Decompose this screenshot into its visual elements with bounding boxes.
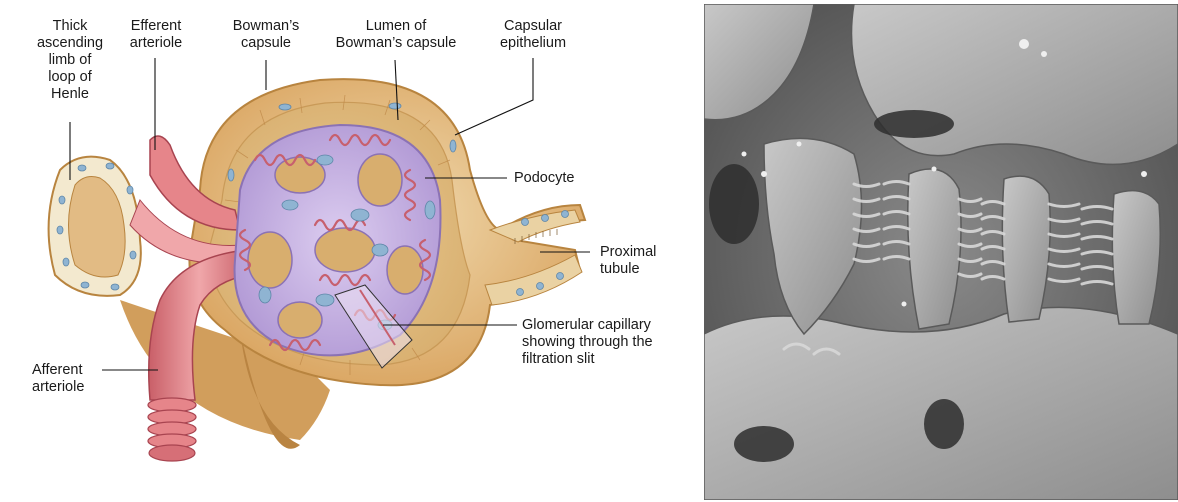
filtration-slit-inset — [334, 284, 413, 369]
glomerulus-podocytes — [233, 123, 442, 357]
label-glomerular-capillary: Glomerular capillary showing through the… — [522, 317, 653, 367]
label-thick-ascending-limb: Thick ascending limb of loop of Henle — [36, 18, 104, 102]
label-podocyte: Podocyte — [514, 170, 575, 186]
leader-lines — [69, 58, 590, 371]
label-lumen-bowmans-capsule: Lumen of Bowman’s capsule — [335, 18, 457, 51]
label-proximal-tubule: Proximal tubule — [600, 244, 657, 277]
afferent-arteriole — [147, 249, 251, 462]
glomerulus-illustration — [47, 58, 590, 462]
label-efferent-arteriole: Efferent arteriole — [129, 18, 183, 51]
label-bowmans-capsule: Bowman’s capsule — [232, 18, 300, 51]
proximal-tubule — [484, 209, 583, 306]
label-afferent-arteriole: Afferent arteriole — [32, 362, 85, 395]
thick-ascending-limb — [47, 155, 142, 297]
label-capsular-epithelium: Capsular epithelium — [499, 18, 567, 51]
sem-micrograph — [704, 4, 1178, 500]
